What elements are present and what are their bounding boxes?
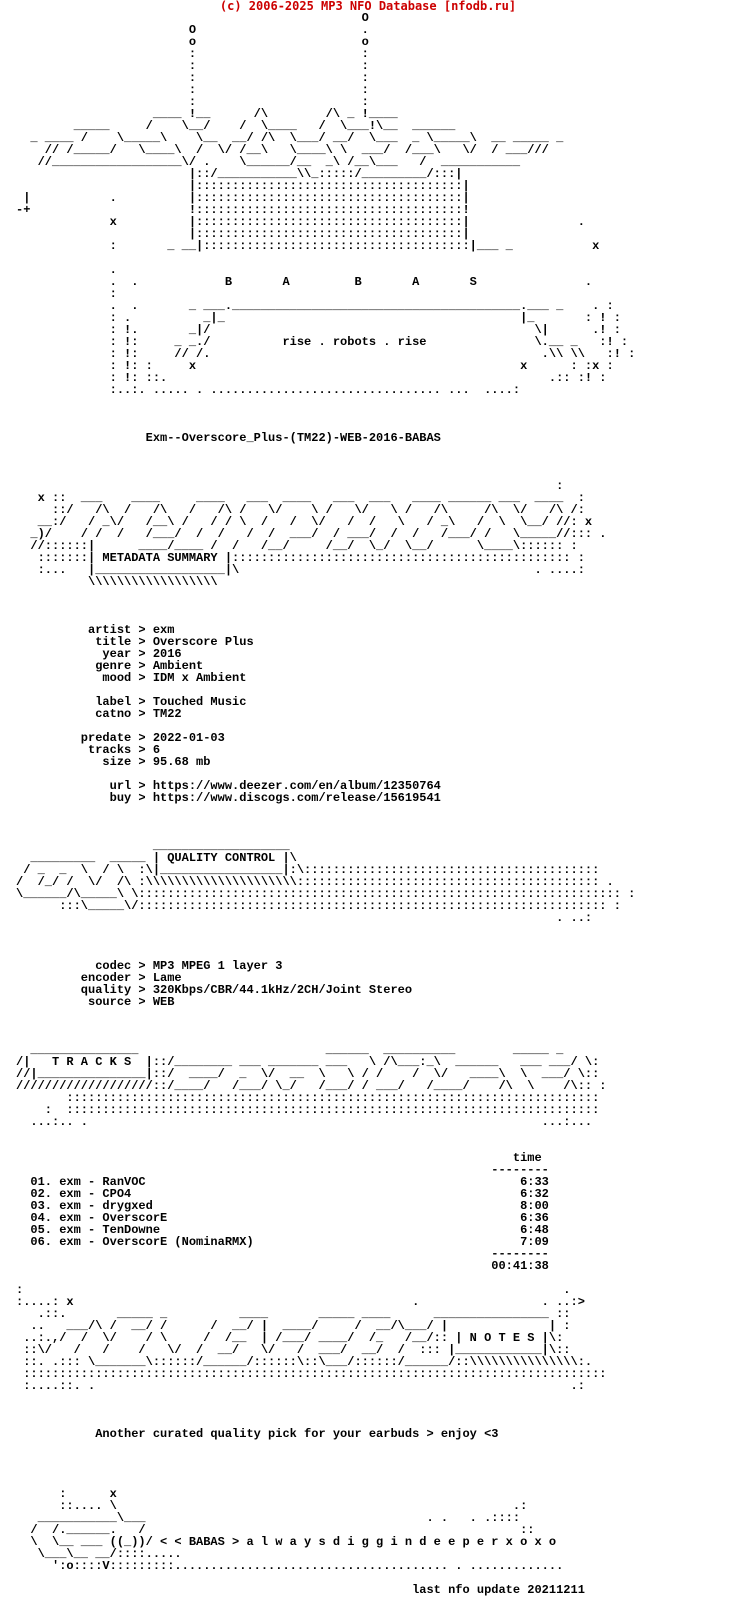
nfodb-copyright-header: (c) 2006-2025 MP3 NFO Database [nfodb.ru… bbox=[219, 0, 517, 13]
nfo-ascii-document: O O . o o : : : bbox=[16, 11, 636, 1597]
